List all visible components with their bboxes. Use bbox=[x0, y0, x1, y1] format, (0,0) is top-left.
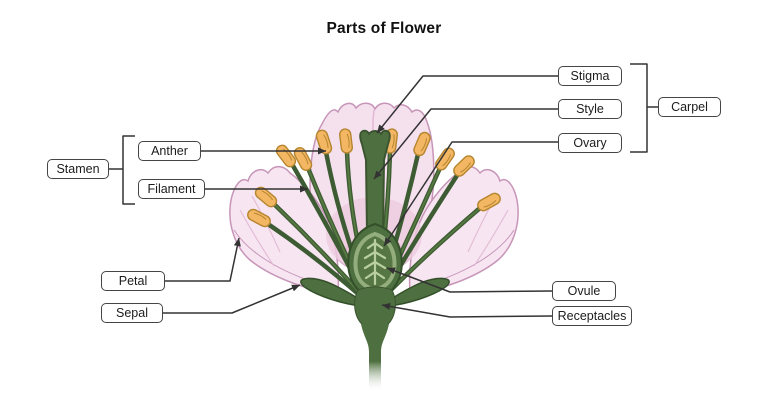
stem-shape bbox=[361, 324, 389, 390]
anther-detail bbox=[442, 154, 452, 167]
anther-shape bbox=[413, 131, 431, 157]
connector-lines bbox=[109, 63, 658, 318]
connector-ovule bbox=[386, 267, 553, 293]
label-ovule: Ovule bbox=[552, 281, 616, 301]
connector-sepal bbox=[163, 284, 301, 314]
anther-detail bbox=[460, 162, 471, 173]
label-petal: Petal bbox=[101, 271, 165, 291]
bracket-carpel bbox=[630, 63, 658, 153]
ovule-veins bbox=[363, 238, 387, 286]
bracket-stamen bbox=[109, 135, 135, 205]
anther-detail bbox=[323, 134, 329, 149]
connector-ovary bbox=[383, 141, 558, 247]
anther-shape bbox=[477, 192, 501, 212]
label-ovary: Ovary bbox=[558, 133, 622, 153]
anther-shape bbox=[247, 208, 271, 228]
connector-style bbox=[373, 108, 558, 180]
anther-detail bbox=[301, 151, 309, 165]
label-filament: Filament bbox=[138, 179, 205, 199]
connector-receptacles bbox=[381, 302, 553, 318]
label-carpel: Carpel bbox=[658, 97, 721, 117]
filament-shape bbox=[265, 221, 368, 303]
label-stamen: Stamen bbox=[47, 159, 109, 179]
connector-stigma bbox=[376, 75, 558, 134]
anther-detail bbox=[346, 133, 350, 148]
label-sepal: Sepal bbox=[101, 303, 163, 323]
anther-detail bbox=[483, 200, 497, 208]
pistil-style-shape bbox=[359, 129, 391, 233]
connector-petal bbox=[165, 237, 241, 282]
anther-detail bbox=[253, 212, 267, 220]
anther-shape bbox=[435, 147, 455, 171]
anther-shape bbox=[293, 147, 313, 171]
diagram-title: Parts of Flower bbox=[326, 20, 442, 37]
label-stigma: Stigma bbox=[558, 66, 622, 86]
label-style: Style bbox=[558, 99, 622, 119]
anther-detail bbox=[283, 148, 293, 161]
anther-shape bbox=[339, 128, 353, 154]
label-receptacles: Receptacles bbox=[552, 306, 632, 326]
sepal-left-shape bbox=[300, 277, 363, 307]
anther-detail bbox=[391, 134, 395, 149]
flower-group bbox=[229, 102, 519, 390]
anther-detail bbox=[420, 138, 428, 152]
anther-shape bbox=[453, 155, 475, 177]
label-anther: Anther bbox=[138, 141, 201, 161]
anther-detail bbox=[261, 190, 274, 201]
receptacle-shape bbox=[354, 286, 396, 331]
anther-shape bbox=[275, 144, 297, 168]
anther-group bbox=[247, 128, 501, 228]
